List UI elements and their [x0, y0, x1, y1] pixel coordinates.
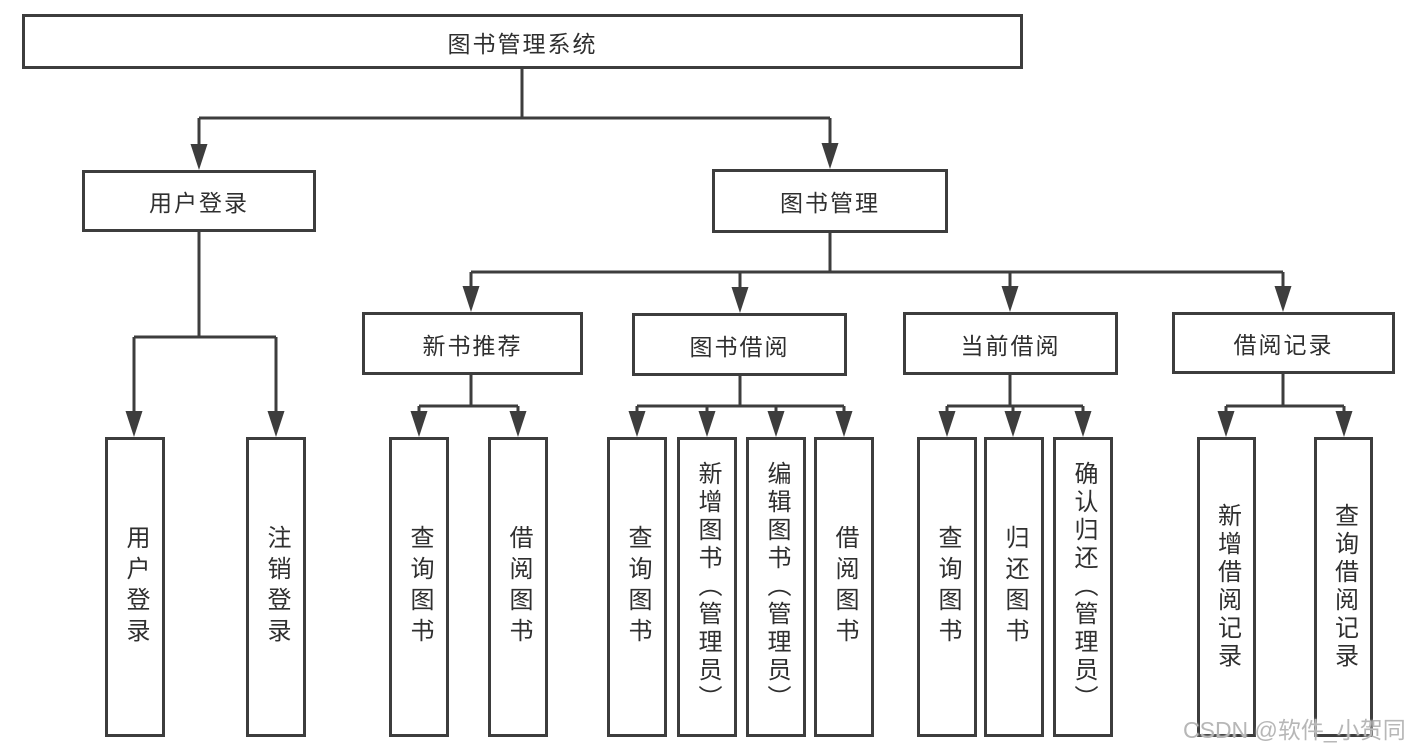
leaf-label: 编辑图书（管理员） [763, 461, 790, 713]
node-label: 新书推荐 [422, 332, 523, 359]
leaf-label: 借阅图书 [505, 525, 532, 649]
node-label: 用户登录 [149, 190, 249, 216]
leaf-label: 注销登录 [263, 525, 290, 649]
leaf-label: 借阅图书 [831, 525, 858, 649]
leaf-return-book: 归还图书 [984, 437, 1044, 737]
node-label: 借阅记录 [1233, 332, 1334, 358]
leaf-label: 查询图书 [624, 525, 651, 649]
leaf-query-borrow-record: 查询借阅记录 [1314, 437, 1373, 737]
node-label: 图书借阅 [689, 333, 790, 360]
leaf-borrow-book-2: 借阅图书 [814, 437, 874, 737]
leaf-label: 新增图书（管理员） [694, 461, 721, 713]
leaf-label: 新增借阅记录 [1213, 503, 1241, 671]
leaf-logout: 注销登录 [246, 437, 306, 737]
leaf-label: 查询图书 [406, 525, 433, 649]
node-label: 图书管理 [780, 190, 880, 216]
node-user-login: 用户登录 [82, 170, 316, 232]
leaf-query-book-3: 查询图书 [917, 437, 977, 737]
leaf-label: 查询图书 [934, 525, 961, 649]
leaf-add-borrow-record: 新增借阅记录 [1197, 437, 1256, 737]
node-borrowing-records: 借阅记录 [1172, 312, 1395, 374]
leaf-borrow-book-1: 借阅图书 [488, 437, 548, 737]
leaf-edit-book-admin: 编辑图书（管理员） [746, 437, 806, 737]
leaf-user-login: 用户登录 [105, 437, 165, 737]
node-label: 图书管理系统 [447, 30, 598, 57]
node-current-borrowing: 当前借阅 [903, 312, 1118, 375]
leaf-add-book-admin: 新增图书（管理员） [677, 437, 737, 737]
leaf-query-book-1: 查询图书 [389, 437, 449, 737]
leaf-confirm-return-admin: 确认归还（管理员） [1053, 437, 1113, 737]
csdn-watermark: CSDN @软件_小贺同学 [1183, 717, 1405, 743]
node-new-book-recommend: 新书推荐 [362, 312, 583, 375]
node-label: 当前借阅 [960, 332, 1061, 359]
leaf-query-book-2: 查询图书 [607, 437, 667, 737]
leaf-label: 查询借阅记录 [1330, 503, 1358, 671]
node-book-management: 图书管理 [712, 169, 948, 233]
leaf-label: 归还图书 [1001, 525, 1028, 649]
leaf-label: 确认归还（管理员） [1070, 461, 1097, 713]
arrowhead-icons [125, 143, 1353, 437]
node-library-management-system: 图书管理系统 [22, 14, 1023, 69]
leaf-label: 用户登录 [122, 525, 149, 649]
node-book-borrowing: 图书借阅 [632, 313, 847, 376]
